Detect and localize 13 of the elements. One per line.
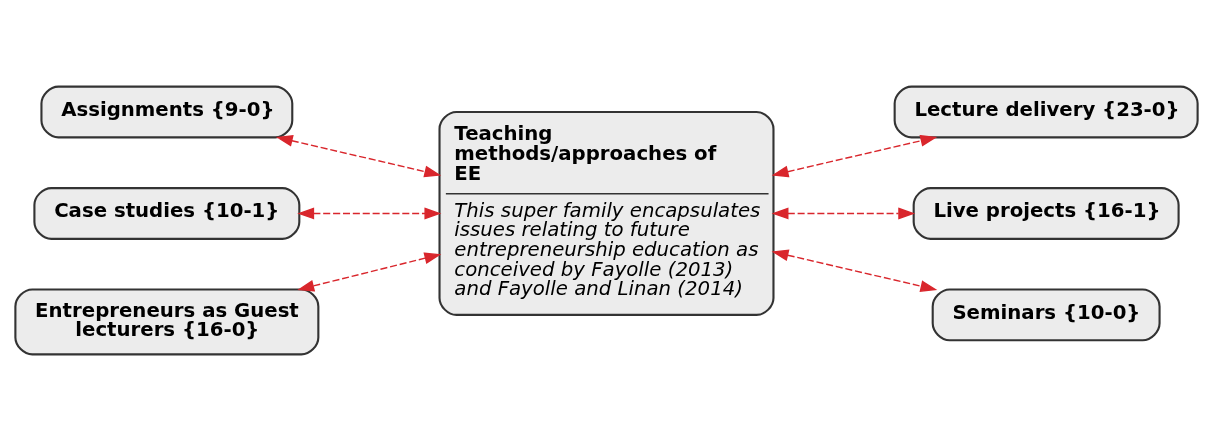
arrow [771, 249, 938, 292]
arrow [771, 207, 916, 220]
node-box: Assignments {9-0} [40, 85, 294, 139]
node-box: Teaching methods/approaches of EE This super family encapsulates issues relating to future entrepreneurship education as conceived by Fayolle (2013) and Fayolle and Linan (2014) [438, 110, 775, 316]
arrow [297, 207, 442, 220]
node-box: Seminars {10-0} [931, 288, 1161, 342]
node-box: Entrepreneurs as Guest lecturers {16-0} [14, 288, 320, 356]
node-box: Live projects {16-1} [912, 187, 1180, 240]
arrow [297, 252, 442, 292]
node-box: Lecture delivery {23-0} [893, 85, 1199, 139]
arrow [771, 135, 938, 178]
node-box: Case studies {10-1} [33, 187, 301, 240]
arrow [275, 135, 442, 178]
